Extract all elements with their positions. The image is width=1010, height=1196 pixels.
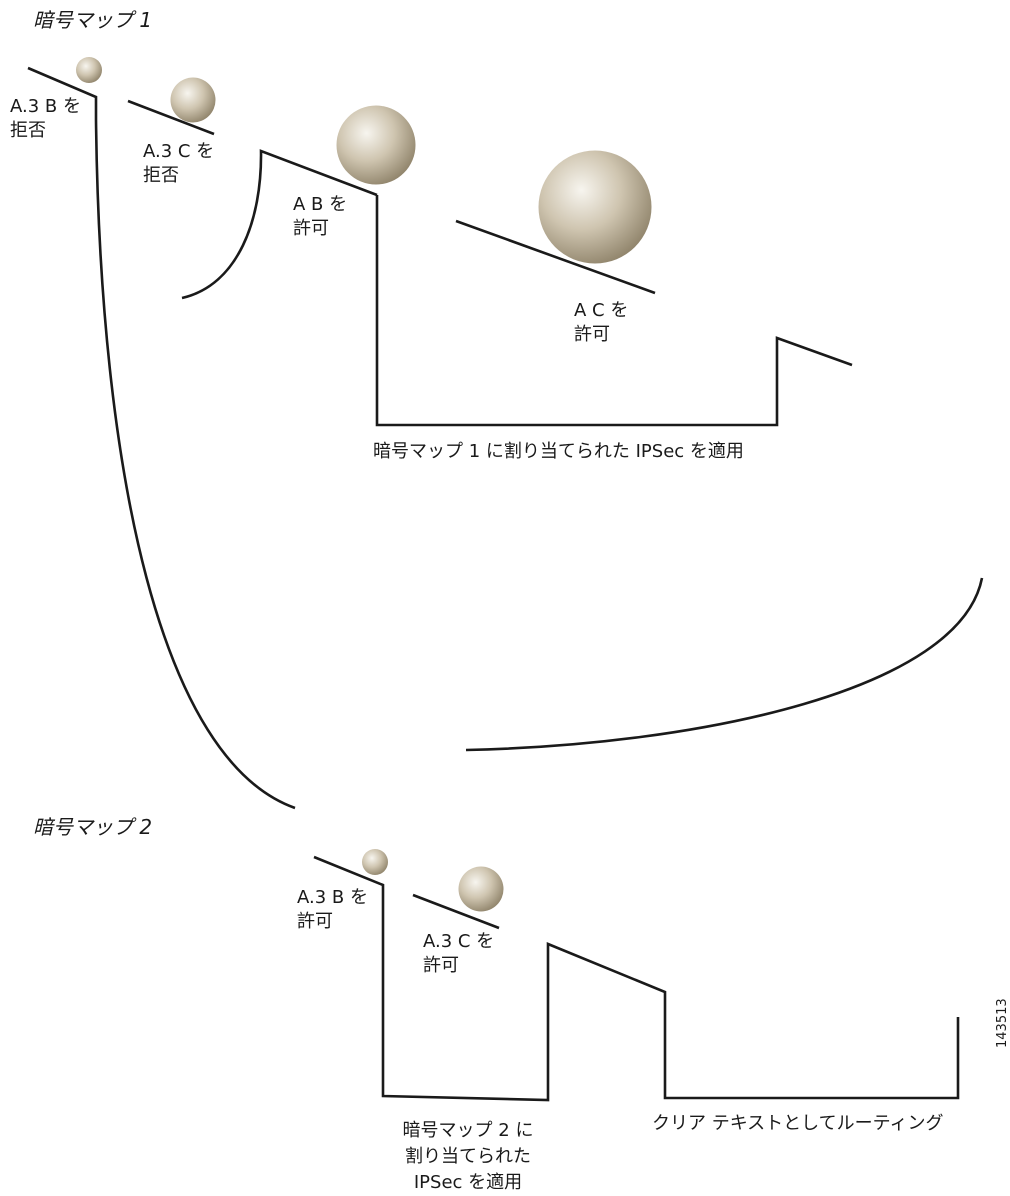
map2-step2-label: A.3 C を 許可 xyxy=(423,931,495,976)
map1-packet-ball-2 xyxy=(170,77,216,123)
map1-ramp-1 xyxy=(27,66,296,810)
map1-basin xyxy=(375,195,853,427)
map1-step2-label: A.3 C を 拒否 xyxy=(143,141,215,186)
map1-title: 暗号マップ 1 xyxy=(33,8,153,32)
map2-result-label: 暗号マップ 2 に 割り当てられた IPSec を適用 xyxy=(402,1120,534,1193)
map1-result-label: 暗号マップ 1 に割り当てられた IPSec を適用 xyxy=(373,441,744,462)
figure-id: 143513 xyxy=(995,998,1010,1048)
map1-ramp-3 xyxy=(181,149,378,300)
map2-packet-ball-1 xyxy=(362,849,388,875)
map1-packet-ball-4 xyxy=(538,150,652,264)
map1-step1-label: A.3 B を 拒否 xyxy=(10,96,81,141)
map1-ramp-2 xyxy=(127,99,215,136)
map1-step3-label: A B を 許可 xyxy=(293,194,348,239)
map2-packet-ball-2 xyxy=(458,866,504,912)
map1-packet-ball-3 xyxy=(336,105,416,185)
map1-ramp-4 xyxy=(455,219,656,295)
map1-packet-ball-1 xyxy=(76,57,102,83)
map2-step1-label: A.3 B を 許可 xyxy=(297,887,368,932)
map2-clear-text-label: クリア テキストとしてルーティング xyxy=(652,1113,944,1134)
clear-text-flow-curve xyxy=(465,577,984,752)
map2-ramp-1 xyxy=(313,855,960,1102)
map2-ramp-2 xyxy=(412,893,500,930)
map1-step4-label: A C を 許可 xyxy=(574,300,629,345)
map2-title: 暗号マップ 2 xyxy=(33,815,153,839)
